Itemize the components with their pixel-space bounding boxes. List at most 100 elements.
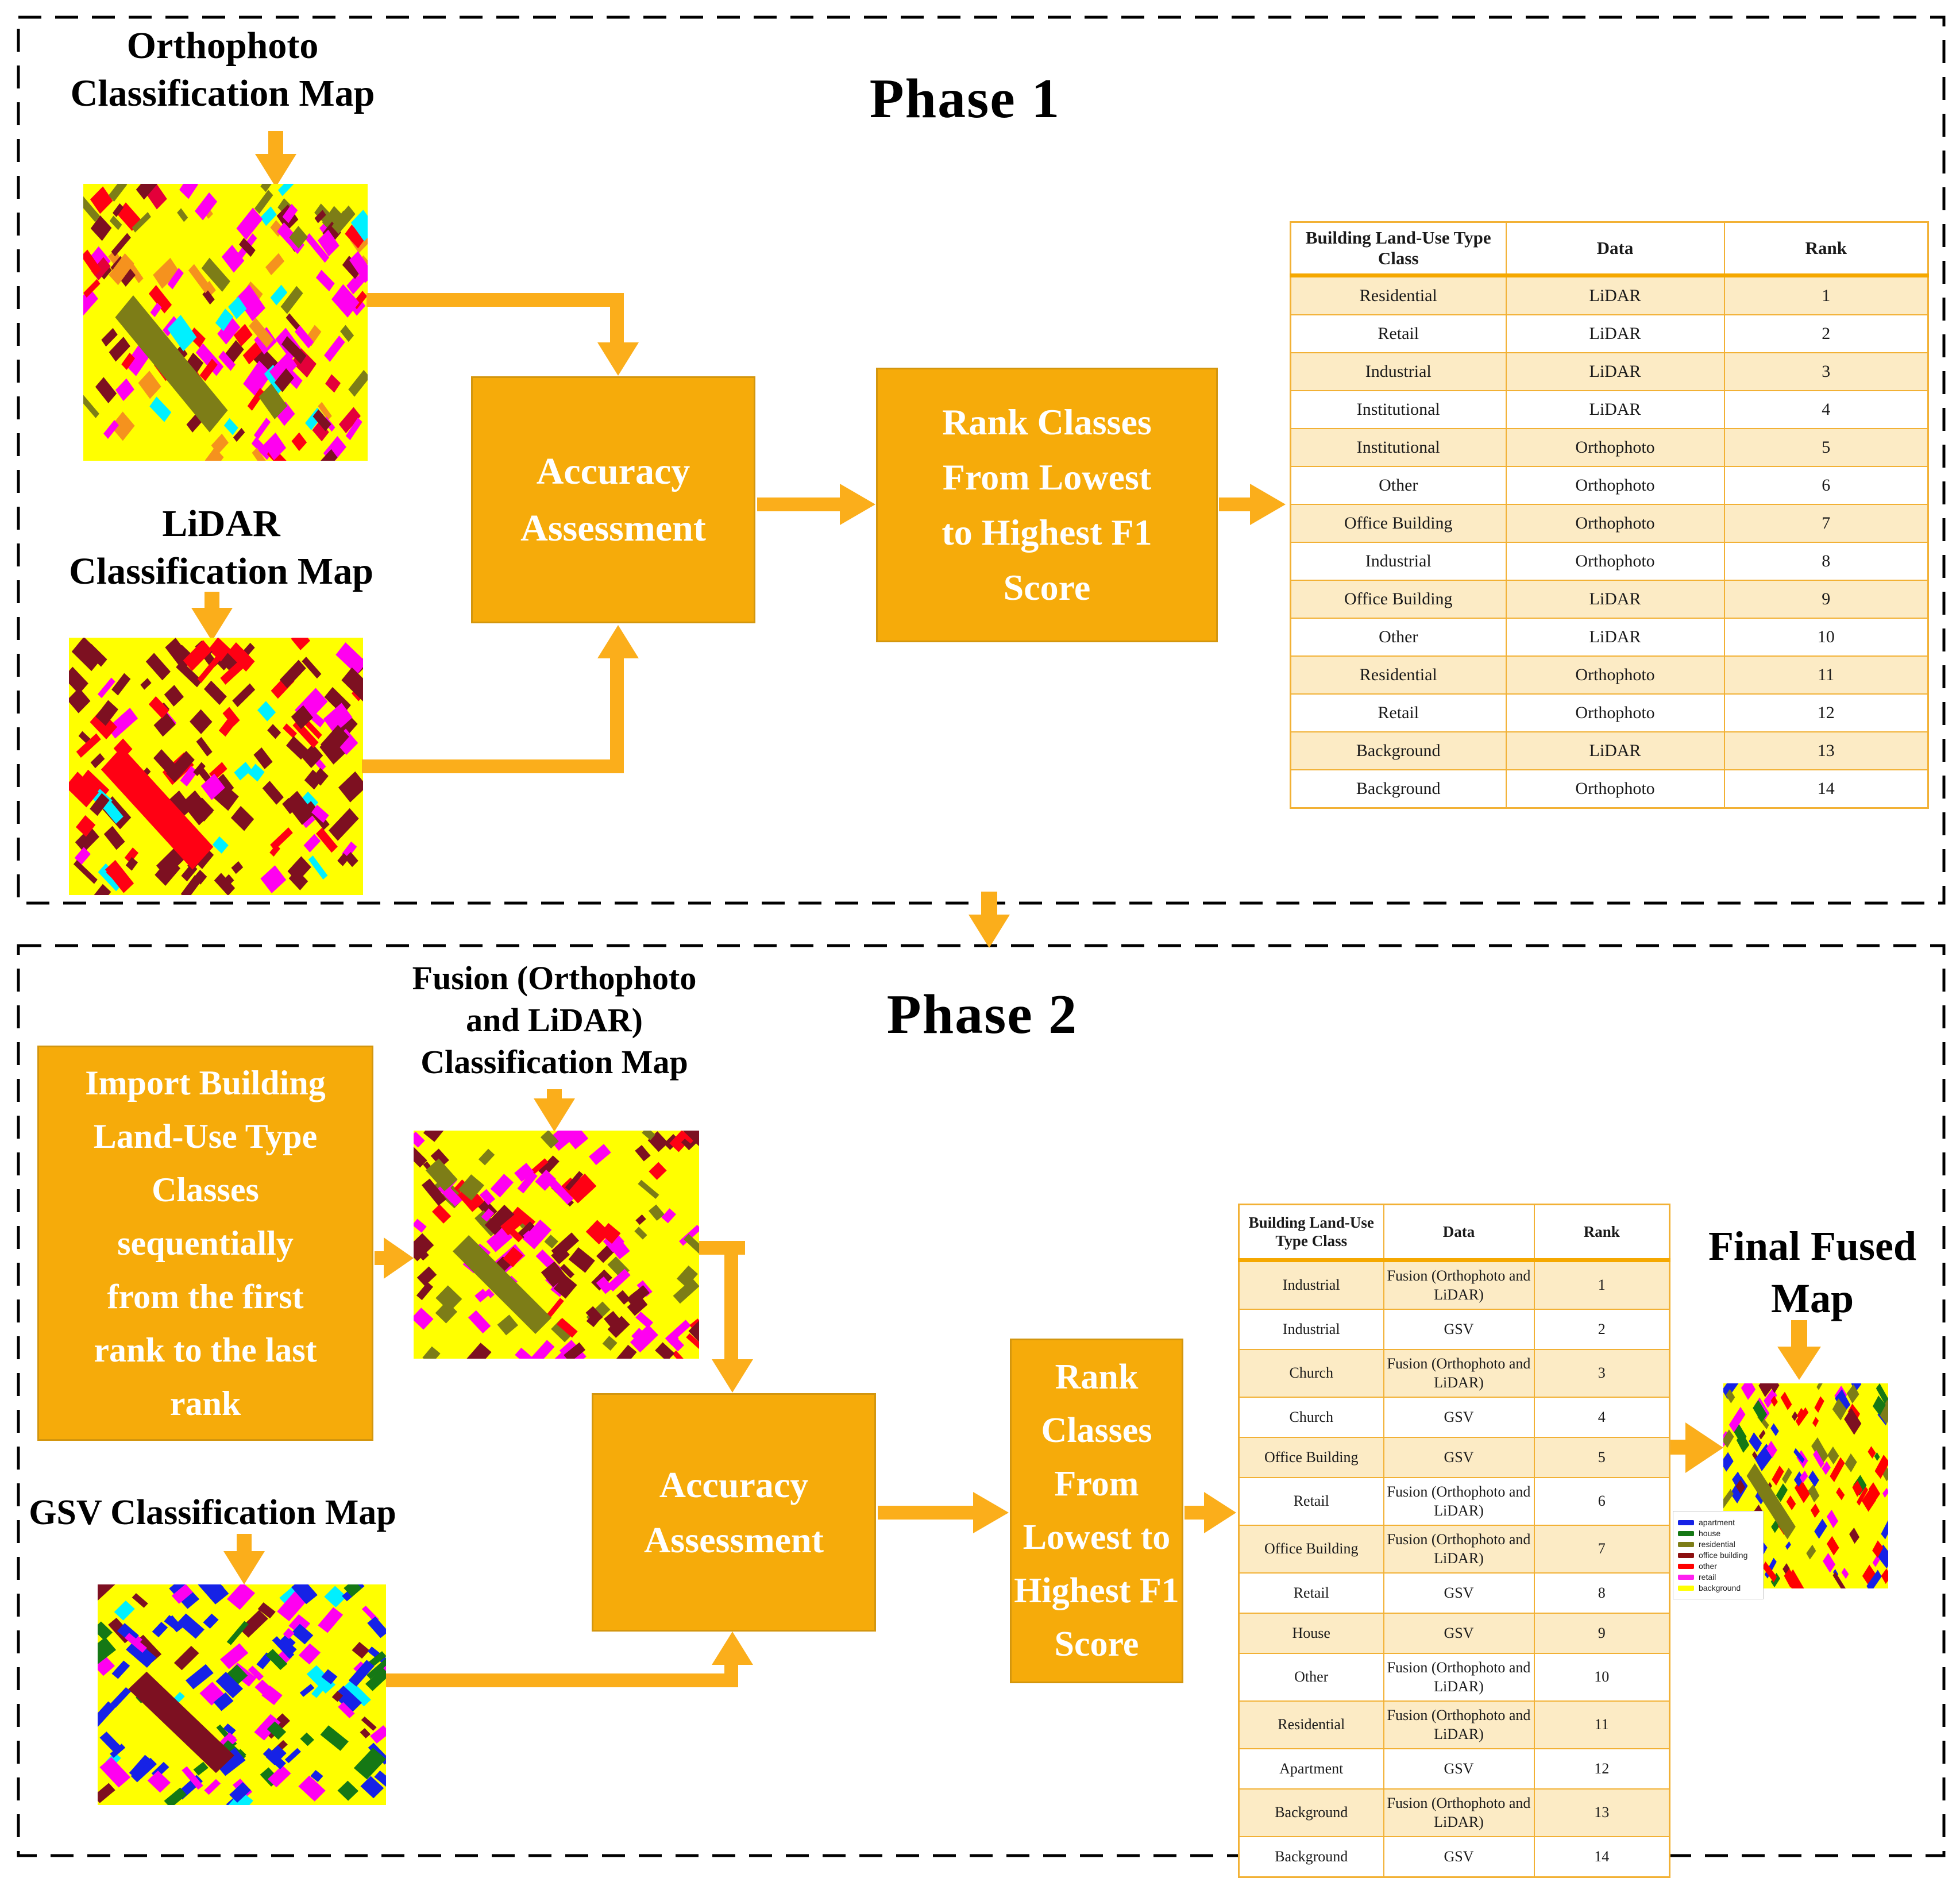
data-cell: Fusion (Orthophoto and LiDAR) [1383,1788,1535,1837]
data-cell: LiDAR [1505,731,1725,770]
gsv-classification-map-image [98,1584,386,1805]
class-cell: Background [1238,1788,1384,1837]
rank-cell: 11 [1533,1700,1670,1749]
column-header-class: Building Land-Use Type Class [1290,221,1507,277]
class-cell: Background [1290,731,1507,770]
data-cell: GSV [1383,1437,1535,1478]
data-cell: Orthophoto [1505,693,1725,732]
class-cell: Retail [1290,693,1507,732]
data-cell: Orthophoto [1505,504,1725,543]
legend-item: residential [1678,1540,1758,1549]
class-cell: Other [1290,466,1507,505]
legend-item: office building [1678,1551,1758,1560]
rank-cell: 6 [1723,466,1929,505]
rank-cell: 3 [1533,1349,1670,1398]
rank-cell: 1 [1723,275,1929,315]
data-cell: GSV [1383,1572,1535,1614]
phase1-rank-classes-box: Rank Classes From Lowest to Highest F1 S… [876,368,1218,642]
data-cell: LiDAR [1505,275,1725,315]
rank-cell: 5 [1723,428,1929,467]
data-cell: Fusion (Orthophoto and LiDAR) [1383,1700,1535,1749]
legend-color-chip [1678,1585,1694,1591]
class-cell: Office Building [1238,1525,1384,1574]
phase1-dashed-border [17,16,1946,905]
final-fused-map-label: Final Fused Map [1708,1223,1917,1321]
rank-cell: 5 [1533,1437,1670,1478]
rank-cell: 1 [1533,1259,1670,1310]
data-cell: Fusion (Orthophoto and LiDAR) [1383,1349,1535,1398]
column-header-rank: Rank [1533,1204,1670,1262]
rank-cell: 12 [1533,1748,1670,1790]
data-cell: Fusion (Orthophoto and LiDAR) [1383,1653,1535,1702]
phase2-table-header-row: Building Land-Use Type Class Data Rank [1238,1204,1670,1262]
data-cell: LiDAR [1505,352,1725,391]
class-cell: Retail [1238,1477,1384,1526]
legend-color-chip [1678,1541,1694,1547]
rank-cell: 6 [1533,1477,1670,1526]
class-cell: Residential [1290,275,1507,315]
class-cell: Church [1238,1349,1384,1398]
legend-label: background [1699,1583,1741,1592]
data-cell: LiDAR [1505,580,1725,619]
phase2-rank-table: Building Land-Use Type Class Data Rank I… [1238,1204,1670,1878]
data-cell: GSV [1383,1748,1535,1790]
data-cell: Fusion (Orthophoto and LiDAR) [1383,1259,1535,1310]
class-cell: Church [1238,1397,1384,1438]
rank-cell: 11 [1723,655,1929,695]
legend-label: office building [1699,1551,1748,1560]
legend-color-chip [1678,1574,1694,1580]
legend-item: retail [1678,1572,1758,1582]
class-cell: Apartment [1238,1748,1384,1790]
rank-cell: 7 [1723,504,1929,543]
legend-label: house [1699,1529,1721,1538]
class-cell: Residential [1238,1700,1384,1749]
rank-cell: 12 [1723,693,1929,732]
rank-cell: 8 [1533,1572,1670,1614]
class-cell: Office Building [1290,504,1507,543]
data-cell: LiDAR [1505,314,1725,353]
phase1-table-header-row: Building Land-Use Type Class Data Rank [1290,221,1929,277]
legend-label: retail [1699,1572,1716,1582]
data-cell: LiDAR [1505,618,1725,657]
class-cell: Industrial [1290,352,1507,391]
data-cell: Orthophoto [1505,655,1725,695]
rank-cell: 13 [1723,731,1929,770]
rank-cell: 8 [1723,542,1929,581]
legend-color-chip [1678,1520,1694,1525]
data-cell: Orthophoto [1505,428,1725,467]
rank-cell: 10 [1723,618,1929,657]
data-cell: Fusion (Orthophoto and LiDAR) [1383,1525,1535,1574]
column-header-data: Data [1505,221,1725,277]
legend-color-chip [1678,1552,1694,1558]
rank-cell: 9 [1723,580,1929,619]
legend-label: other [1699,1561,1717,1571]
class-cell: Institutional [1290,390,1507,429]
class-cell: Retail [1238,1572,1384,1614]
class-cell: Industrial [1238,1259,1384,1310]
column-header-class: Building Land-Use Type Class [1238,1204,1384,1262]
class-cell: Background [1290,769,1507,809]
class-cell: Other [1238,1653,1384,1702]
rank-cell: 9 [1533,1613,1670,1654]
phase1-rank-table: Building Land-Use Type Class Data Rank R… [1290,221,1929,809]
legend-color-chip [1678,1563,1694,1569]
